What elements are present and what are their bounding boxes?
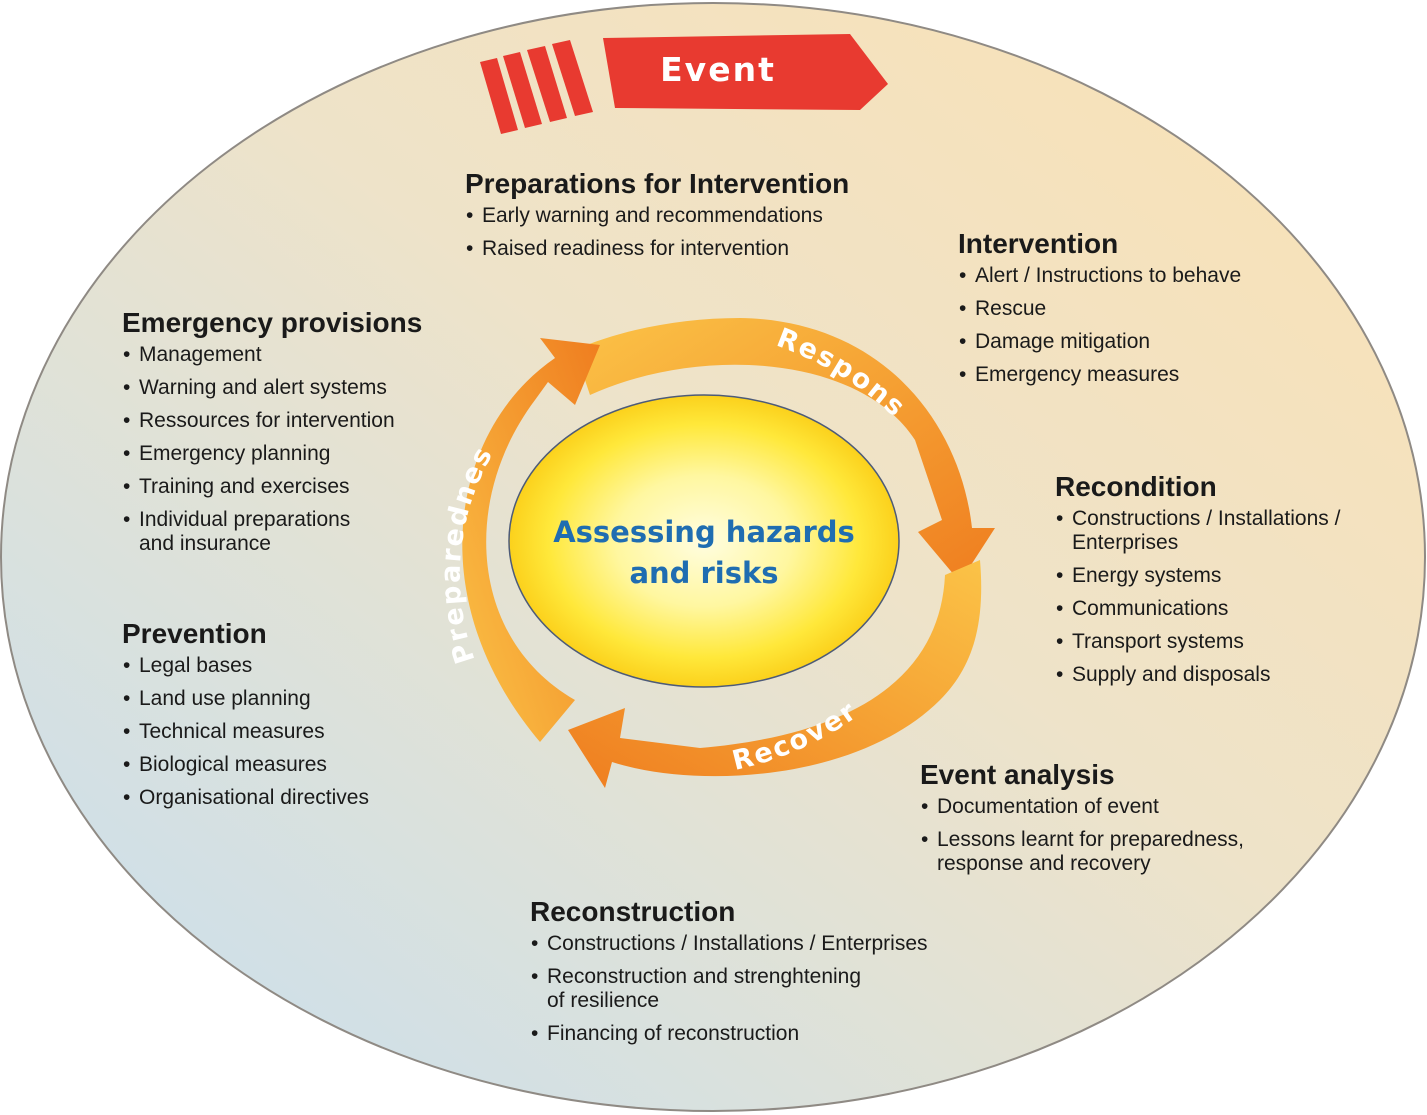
list-item-line: Communications xyxy=(1072,597,1229,620)
list-item: Lessons learnt for preparedness,response… xyxy=(920,828,1244,876)
list-item-line: Organisational directives xyxy=(139,786,369,809)
list-item: Alert / Instructions to behave xyxy=(958,264,1241,288)
item-list: Constructions / Installations /Enterpris… xyxy=(1055,507,1340,687)
section-reconstruction: Reconstruction Constructions / Installat… xyxy=(530,896,928,1055)
list-item: Rescue xyxy=(958,297,1241,321)
cycle-arrows xyxy=(462,318,995,788)
list-item-line: Land use planning xyxy=(139,687,311,710)
list-item: Emergency measures xyxy=(958,363,1241,387)
center-ellipse xyxy=(508,394,900,688)
list-item-line: Individual preparations xyxy=(139,508,351,531)
center-title-line2: and risks xyxy=(629,556,778,590)
list-item: Emergency planning xyxy=(122,442,422,466)
item-list: Constructions / Installations / Enterpri… xyxy=(530,932,928,1046)
list-item-line: Constructions / Installations / xyxy=(1072,507,1341,530)
item-list: Alert / Instructions to behaveRescueDama… xyxy=(958,264,1241,387)
preparedness-arrow xyxy=(462,338,600,742)
section-event-analysis: Event analysis Documentation of eventLes… xyxy=(920,759,1244,885)
recovery-arrow xyxy=(568,560,982,788)
list-item-line: Early warning and recommendations xyxy=(482,204,823,227)
list-item: Ressources for intervention xyxy=(122,409,422,433)
list-item: Documentation of event xyxy=(920,795,1244,819)
list-item-line: Alert / Instructions to behave xyxy=(975,264,1242,287)
list-item: Organisational directives xyxy=(122,786,369,810)
list-item-line: Transport systems xyxy=(1072,630,1244,653)
section-recondition: Recondition Constructions / Installation… xyxy=(1055,471,1340,696)
list-item: Legal bases xyxy=(122,654,369,678)
section-intervention: Intervention Alert / Instructions to beh… xyxy=(958,228,1241,396)
section-title: Reconstruction xyxy=(530,896,736,927)
event-stripe-3 xyxy=(527,46,567,122)
list-item-line: Rescue xyxy=(975,297,1047,320)
section-prevention: Prevention Legal basesLand use planningT… xyxy=(122,618,369,819)
section-emergency-provisions: Emergency provisions ManagementWarning a… xyxy=(122,307,422,565)
list-item: Management xyxy=(122,343,422,367)
list-item-line: Training and exercises xyxy=(139,475,350,498)
list-item: Constructions / Installations / Enterpri… xyxy=(530,932,928,956)
list-item-line: Technical measures xyxy=(139,720,325,743)
event-banner: Event xyxy=(480,34,888,134)
section-preparations: Preparations for Intervention Early warn… xyxy=(465,168,849,270)
list-item-line: of resilience xyxy=(547,989,660,1012)
list-item-line: Lessons learnt for preparedness, xyxy=(937,828,1245,851)
list-item: Early warning and recommendations xyxy=(465,204,849,228)
list-item: Energy systems xyxy=(1055,564,1340,588)
event-arrow xyxy=(603,34,888,110)
list-item: Warning and alert systems xyxy=(122,376,422,400)
list-item-line: Financing of reconstruction xyxy=(547,1022,800,1045)
section-title: Intervention xyxy=(958,228,1119,259)
list-item-line: Supply and disposals xyxy=(1072,663,1271,686)
section-title: Emergency provisions xyxy=(122,307,423,338)
response-arrow xyxy=(575,318,995,582)
event-stripe-1 xyxy=(480,58,518,134)
item-list: Early warning and recommendationsRaised … xyxy=(465,204,849,261)
list-item: Raised readiness for intervention xyxy=(465,237,849,261)
list-item-line: Damage mitigation xyxy=(975,330,1151,353)
list-item: Transport systems xyxy=(1055,630,1340,654)
list-item-line: Biological measures xyxy=(139,753,327,776)
section-title: Preparations for Intervention xyxy=(465,168,850,199)
list-item-line: Emergency measures xyxy=(975,363,1180,386)
item-list: Legal basesLand use planningTechnical me… xyxy=(122,654,369,810)
list-item: Technical measures xyxy=(122,720,369,744)
list-item-line: Management xyxy=(139,343,262,366)
event-label: Event xyxy=(660,50,776,89)
list-item: Financing of reconstruction xyxy=(530,1022,928,1046)
list-item-line: Reconstruction and strenghtening xyxy=(547,965,862,988)
list-item-line: Ressources for intervention xyxy=(139,409,395,432)
list-item-line: Warning and alert systems xyxy=(139,376,387,399)
center-title-line1: Assessing hazards xyxy=(553,515,855,549)
list-item: Training and exercises xyxy=(122,475,422,499)
list-item-line: Energy systems xyxy=(1072,564,1222,587)
list-item-line: and insurance xyxy=(139,532,271,555)
item-list: Documentation of eventLessons learnt for… xyxy=(920,795,1244,876)
list-item-line: Enterprises xyxy=(1072,531,1179,554)
list-item-line: Documentation of event xyxy=(937,795,1159,818)
list-item-line: Legal bases xyxy=(139,654,253,677)
list-item: Biological measures xyxy=(122,753,369,777)
list-item-line: response and recovery xyxy=(937,852,1151,875)
list-item: Land use planning xyxy=(122,687,369,711)
list-item: Supply and disposals xyxy=(1055,663,1340,687)
event-stripe-4 xyxy=(552,40,593,116)
section-title: Recondition xyxy=(1055,471,1217,502)
section-title: Event analysis xyxy=(920,759,1115,790)
list-item: Constructions / Installations /Enterpris… xyxy=(1055,507,1340,555)
section-title: Prevention xyxy=(122,618,267,649)
item-list: ManagementWarning and alert systemsResso… xyxy=(122,343,422,556)
list-item-line: Constructions / Installations / Enterpri… xyxy=(547,932,928,955)
list-item: Communications xyxy=(1055,597,1340,621)
list-item-line: Raised readiness for intervention xyxy=(482,237,790,260)
list-item-line: Emergency planning xyxy=(139,442,331,465)
list-item: Damage mitigation xyxy=(958,330,1241,354)
event-stripe-2 xyxy=(503,52,542,128)
